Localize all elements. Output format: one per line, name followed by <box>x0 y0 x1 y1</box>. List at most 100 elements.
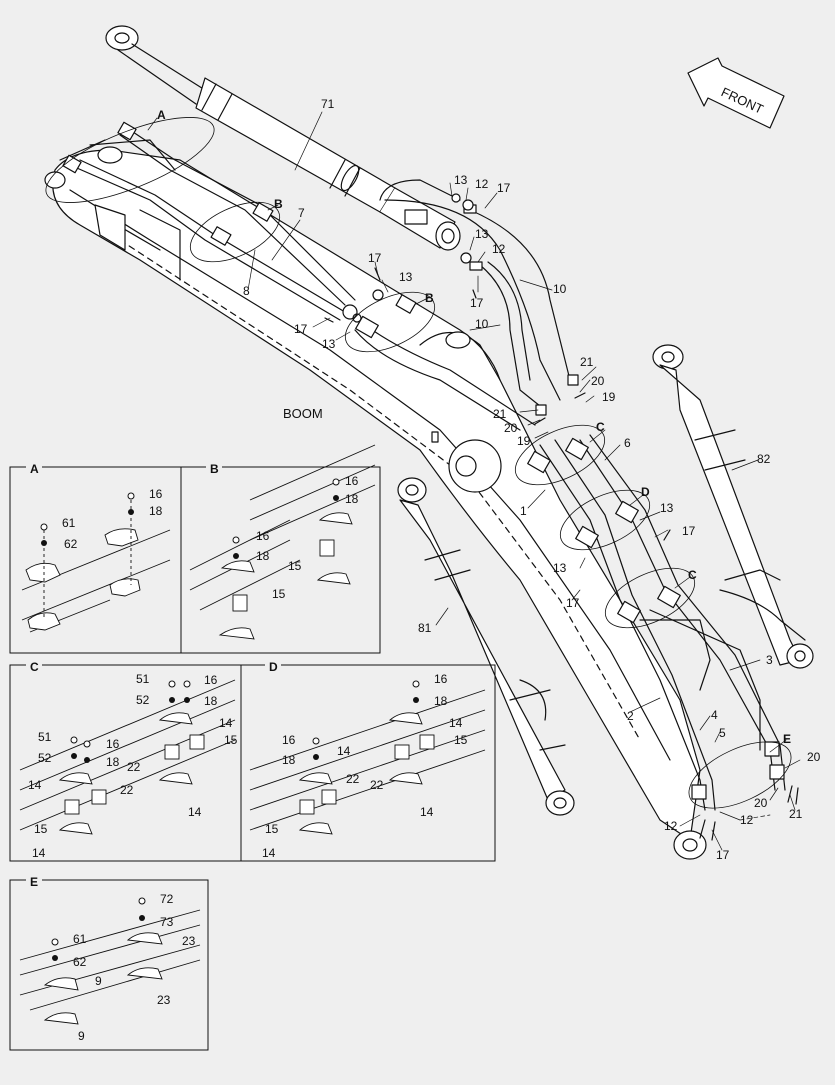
detail-graphics <box>19 444 486 1025</box>
label-13a: 13 <box>454 173 468 187</box>
detail-e-labels: E 72 73 23 61 62 9 23 9 <box>26 874 196 1043</box>
label-82: 82 <box>757 452 771 466</box>
detail-a-title: A <box>30 462 39 476</box>
label-17e: 17 <box>682 524 696 538</box>
pipe-lines-7-8 <box>62 121 536 431</box>
label-71: 71 <box>321 97 335 111</box>
detail-c-labels: C 51 52 16 18 14 15 22 14 51 52 16 18 14… <box>26 659 238 860</box>
label-4: 4 <box>711 708 718 722</box>
detail-e-62: 62 <box>73 955 87 969</box>
detail-c-title: C <box>30 660 39 674</box>
label-19a: 19 <box>602 390 616 404</box>
label-17a: 17 <box>497 181 511 195</box>
label-10a: 10 <box>553 282 567 296</box>
label-21b: 21 <box>493 407 507 421</box>
arm-cylinder-82 <box>652 344 814 669</box>
label-17c: 17 <box>368 251 382 265</box>
detail-c-16a: 16 <box>204 673 218 687</box>
label-17g: 17 <box>716 848 730 862</box>
detail-d-15b: 15 <box>265 822 279 836</box>
front-arrow-icon <box>687 57 785 129</box>
callout-c1: C <box>596 420 605 434</box>
label-13e: 13 <box>660 501 674 515</box>
detail-c-22b: 22 <box>120 783 134 797</box>
bucket-cylinder-81 <box>397 477 575 816</box>
detail-d-15a: 15 <box>454 733 468 747</box>
detail-box-cd <box>9 664 496 862</box>
detail-box-e <box>9 879 209 1051</box>
detail-c-18a: 18 <box>204 694 218 708</box>
label-13d: 13 <box>322 337 336 351</box>
detail-d-18a: 18 <box>434 694 448 708</box>
label-81: 81 <box>418 621 432 635</box>
boom-cylinder-71 <box>105 25 461 251</box>
label-8: 8 <box>243 284 250 298</box>
detail-c-51a: 51 <box>136 672 150 686</box>
detail-b-labels: B 16 18 15 16 18 15 <box>206 461 359 601</box>
detail-d-14b: 14 <box>420 805 434 819</box>
label-13f: 13 <box>553 561 567 575</box>
detail-a-labels: A 61 62 16 18 <box>26 461 163 551</box>
detail-c-16b: 16 <box>106 737 120 751</box>
detail-box-ab <box>9 466 381 654</box>
label-17d: 17 <box>294 322 308 336</box>
callout-a: A <box>157 108 166 122</box>
boom-body <box>44 139 707 860</box>
label-5: 5 <box>719 726 726 740</box>
label-10b: 10 <box>475 317 489 331</box>
detail-d-14d: 14 <box>262 846 276 860</box>
detail-a-61: 61 <box>62 516 76 530</box>
callout-b1: B <box>274 197 283 211</box>
detail-b-16b: 16 <box>345 474 359 488</box>
detail-c-14a: 14 <box>219 716 233 730</box>
label-17f: 17 <box>566 596 580 610</box>
leader-lines <box>147 111 801 851</box>
label-12c: 12 <box>664 819 678 833</box>
detail-e-61: 61 <box>73 932 87 946</box>
label-21a: 21 <box>580 355 594 369</box>
detail-d-title: D <box>269 660 278 674</box>
label-13c: 13 <box>399 270 413 284</box>
detail-d-14a: 14 <box>449 716 463 730</box>
detail-e-23a: 23 <box>182 934 196 948</box>
callout-d: D <box>641 485 650 499</box>
detail-d-14c: 14 <box>337 744 351 758</box>
detail-c-14d: 14 <box>32 846 46 860</box>
detail-c-52b: 52 <box>38 751 52 765</box>
detail-c-14c: 14 <box>28 778 42 792</box>
label-12a: 12 <box>475 177 489 191</box>
callout-c2: C <box>688 568 697 582</box>
detail-c-22a: 22 <box>127 760 141 774</box>
fittings <box>324 193 799 841</box>
detail-d-16b: 16 <box>282 733 296 747</box>
detail-e-9a: 9 <box>95 974 102 988</box>
label-21c: 21 <box>789 807 803 821</box>
pipes-1-6 <box>527 434 786 811</box>
detail-c-52a: 52 <box>136 693 150 707</box>
label-12b: 12 <box>492 242 506 256</box>
detail-b-16a: 16 <box>256 529 270 543</box>
label-17b: 17 <box>470 296 484 310</box>
detail-a-16: 16 <box>149 487 163 501</box>
detail-b-18b: 18 <box>345 492 359 506</box>
label-20d: 20 <box>754 796 768 810</box>
callout-b2: B <box>425 291 434 305</box>
detail-b-15a: 15 <box>272 587 286 601</box>
detail-d-18b: 18 <box>282 753 296 767</box>
detail-b-title: B <box>210 462 219 476</box>
callout-ellipses <box>45 117 792 809</box>
detail-d-22a: 22 <box>370 778 384 792</box>
detail-b-18a: 18 <box>256 549 270 563</box>
detail-e-72: 72 <box>160 892 174 906</box>
label-13b: 13 <box>475 227 489 241</box>
detail-a-62: 62 <box>64 537 78 551</box>
label-3: 3 <box>766 653 773 667</box>
detail-d-22b: 22 <box>346 772 360 786</box>
detail-b-15b: 15 <box>288 559 302 573</box>
detail-e-9b: 9 <box>78 1029 85 1043</box>
detail-c-18b: 18 <box>106 755 120 769</box>
label-20a: 20 <box>591 374 605 388</box>
detail-e-73: 73 <box>160 915 174 929</box>
detail-e-title: E <box>30 875 38 889</box>
